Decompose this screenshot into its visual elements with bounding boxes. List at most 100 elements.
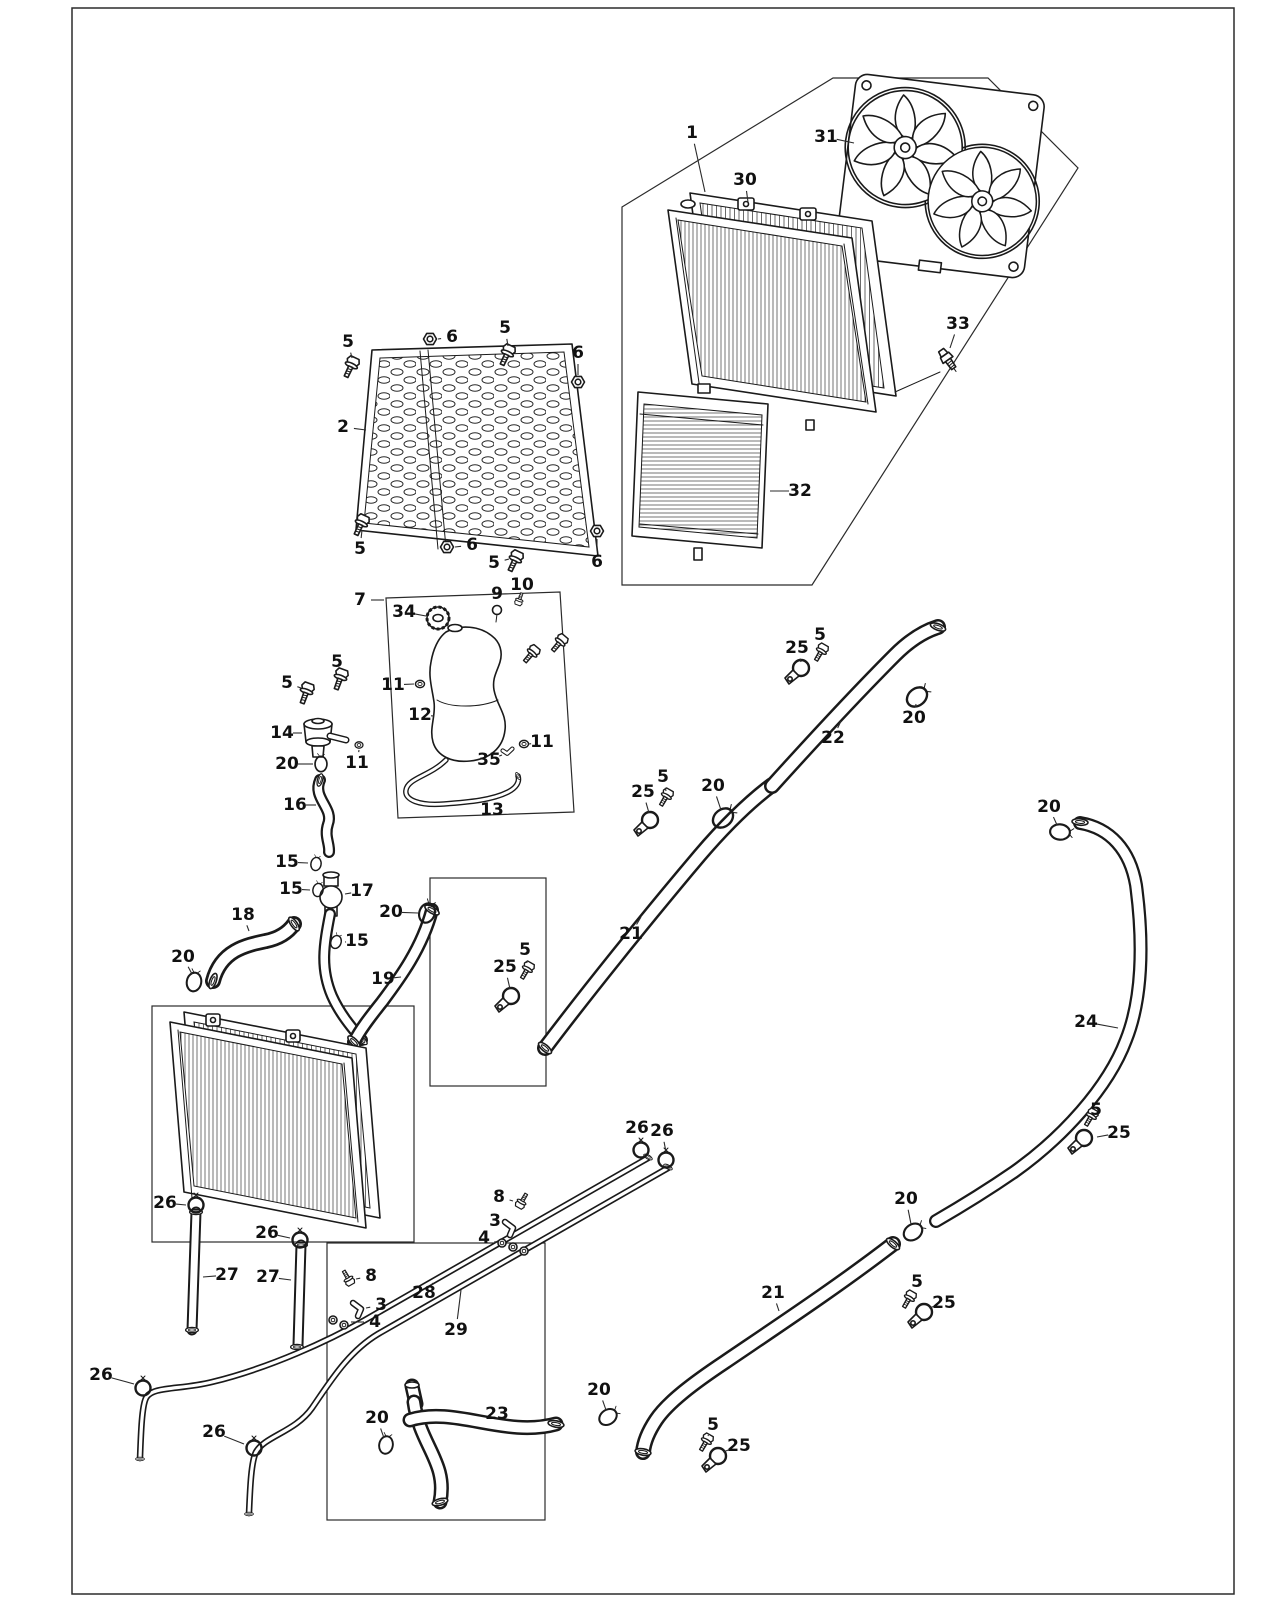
callout-5: 5 [814,625,826,645]
svg-text:5: 5 [281,673,293,693]
svg-text:24: 24 [1074,1012,1098,1032]
callout-26: 26 [202,1422,245,1445]
radiator [667,192,897,431]
nut-icon [422,332,438,346]
svg-text:6: 6 [572,343,584,363]
lower-radiator-group-box [151,1005,415,1243]
svg-text:7: 7 [354,590,366,610]
callout-32: 32 [770,481,812,501]
svg-text:25: 25 [727,1436,751,1456]
svg-text:15: 15 [279,879,303,899]
svg-text:27: 27 [256,1267,280,1287]
callout-3: 3 [365,1295,387,1315]
callout-19: 19 [371,969,402,989]
callout-20: 20 [894,1189,918,1225]
callout-26: 26 [650,1121,674,1153]
callout-8: 8 [493,1187,514,1207]
svg-text:8: 8 [493,1187,505,1207]
svg-text:5: 5 [657,767,669,787]
radiator-bracket [737,197,755,211]
callout-10: 10 [510,575,534,598]
callout-17: 17 [344,881,374,901]
callout-5: 5 [1090,1100,1102,1120]
callout-5: 5 [657,767,669,792]
callout-18: 18 [231,905,255,932]
svg-text:19: 19 [371,969,395,989]
hose-23-assembly [376,1378,566,1507]
svg-text:5: 5 [814,625,826,645]
callout-11: 11 [528,732,554,752]
callout-25: 25 [631,782,655,814]
callout-33: 33 [946,314,970,349]
reservoir-cap [425,605,451,631]
svg-text:5: 5 [342,332,354,352]
callout-26: 26 [89,1365,135,1385]
callout-5: 5 [499,318,511,347]
washer-4 [328,1315,338,1325]
svg-text:20: 20 [701,776,725,796]
svg-text:4: 4 [478,1228,490,1248]
callout-28: 28 [412,1282,436,1303]
svg-text:21: 21 [761,1283,785,1303]
svg-text:27: 27 [215,1265,239,1285]
svg-text:29: 29 [444,1320,468,1340]
callout-23: 23 [485,1404,509,1424]
svg-text:5: 5 [519,940,531,960]
svg-text:5: 5 [911,1272,923,1292]
callout-5: 5 [342,332,354,359]
svg-text:16: 16 [283,795,307,815]
callout-2: 2 [337,417,367,437]
callout-5: 5 [281,673,302,693]
svg-text:6: 6 [466,535,478,555]
callout-6: 6 [591,539,603,572]
callout-15: 15 [275,852,309,872]
callout-16: 16 [283,795,316,815]
pipe-end [244,1511,254,1517]
svg-text:26: 26 [89,1365,113,1385]
callout-4: 4 [478,1228,497,1248]
callout-6: 6 [437,327,458,347]
svg-text:20: 20 [379,902,403,922]
washer-4 [497,1238,507,1248]
callout-15: 15 [279,879,311,899]
callout-9: 9 [491,584,503,604]
svg-text:34: 34 [392,602,416,622]
callout-24: 24 [1074,1012,1119,1032]
callout-29: 29 [444,1289,468,1340]
svg-text:25: 25 [1107,1123,1131,1143]
svg-text:26: 26 [625,1118,649,1138]
callout-26: 26 [625,1118,649,1144]
callout-20: 20 [275,754,313,774]
grommet-11 [518,739,530,749]
reservoir-group-box [385,591,575,819]
svg-text:14: 14 [270,723,294,743]
callout-20: 20 [379,902,419,922]
assembly-1-boundary [621,77,1079,586]
svg-text:5: 5 [488,553,500,573]
svg-text:9: 9 [491,584,503,604]
callout-15: 15 [344,931,369,951]
callout-5: 5 [911,1272,923,1292]
lower-radiator [169,1011,381,1229]
callout-5: 5 [707,1415,719,1437]
svg-text:18: 18 [231,905,255,925]
callout-11: 11 [345,749,369,773]
callout-6: 6 [572,343,584,375]
svg-text:4: 4 [369,1312,381,1332]
svg-text:1: 1 [686,123,698,143]
svg-text:26: 26 [202,1422,226,1442]
radiator-bracket [285,1029,301,1043]
callout-6: 6 [454,535,478,555]
hose-end [184,1326,200,1334]
washer-4 [519,1246,529,1256]
svg-text:20: 20 [275,754,299,774]
svg-text:5: 5 [707,1415,719,1435]
washer-4 [339,1320,349,1330]
callout-27: 27 [202,1265,239,1285]
svg-text:21: 21 [619,924,643,944]
svg-text:22: 22 [821,728,845,748]
svg-text:15: 15 [275,852,299,872]
page-border [71,7,1235,1595]
svg-text:13: 13 [480,800,504,820]
callout-20: 20 [171,947,195,975]
